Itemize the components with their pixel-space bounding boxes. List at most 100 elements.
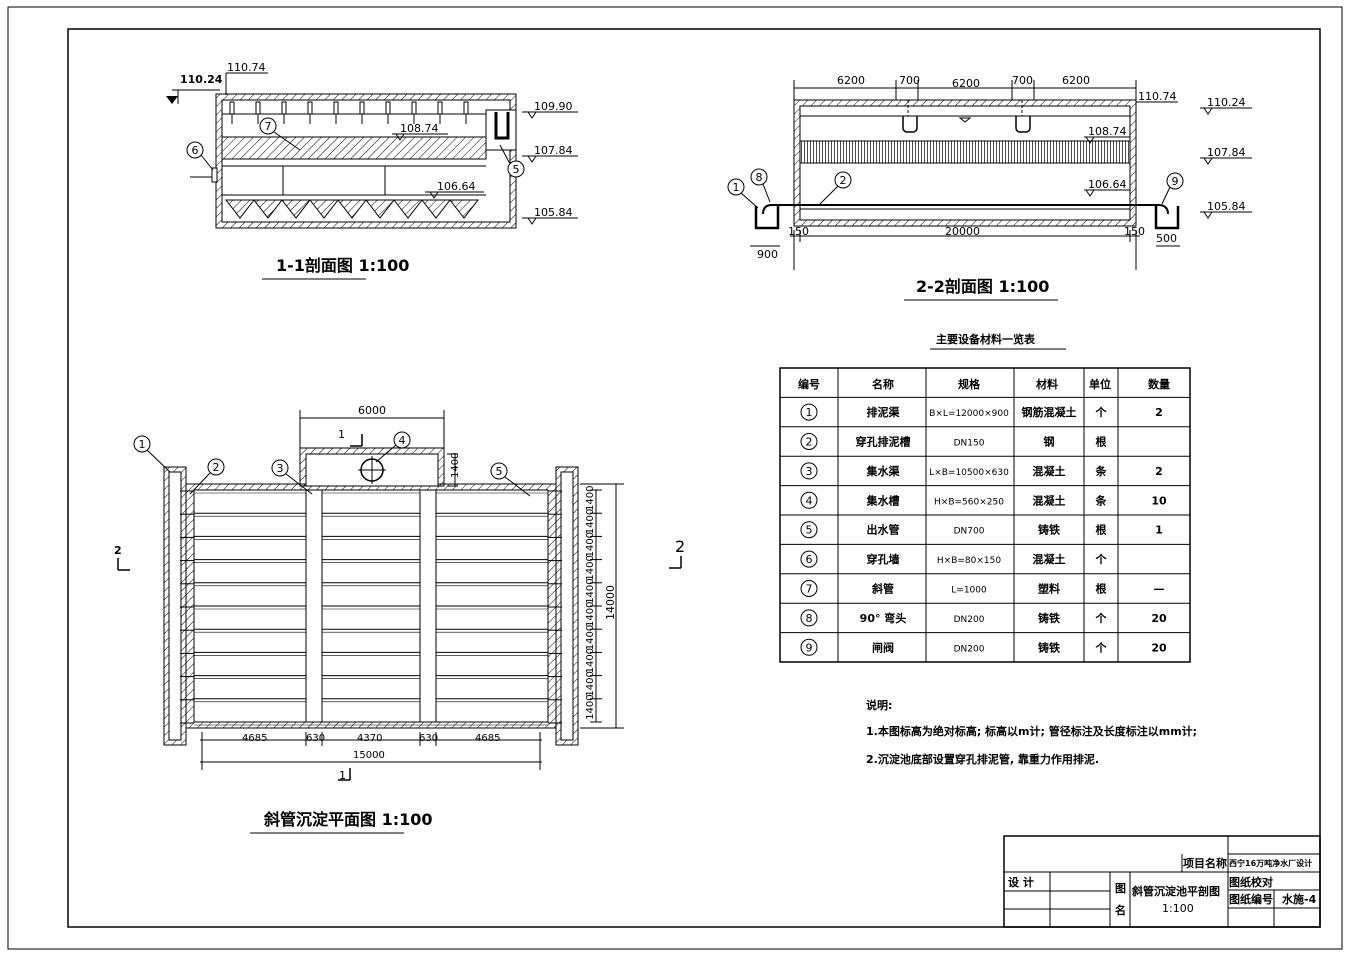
level2-108-74: 108.74 — [1088, 125, 1127, 138]
plan-row-dim: 1400 — [585, 509, 596, 534]
level2-105-84: 105.84 — [1207, 200, 1246, 213]
cell-spec: H×B=80×150 — [937, 556, 1001, 566]
cell-material: 钢 — [1044, 435, 1055, 449]
th-unit: 单位 — [1089, 377, 1111, 391]
drawing-scale: 1:100 — [1162, 902, 1194, 915]
callout2-9: 9 — [1172, 175, 1179, 188]
plan-callout-1: 1 — [139, 438, 146, 451]
sludge-hopper — [448, 199, 480, 219]
dim-700-a: 700 — [899, 74, 920, 87]
notes-heading: 说明: — [866, 698, 892, 712]
callout-7: 7 — [265, 120, 272, 133]
number-label: 图纸编号 — [1229, 892, 1273, 906]
cell-material: 塑料 — [1038, 582, 1060, 596]
note-1: 1.本图标高为绝对标高; 标高以m计; 管径标注及长度标注以mm计; — [866, 724, 1197, 738]
check-label: 图纸校对 — [1229, 875, 1273, 889]
cell-qty: 2 — [1155, 465, 1163, 478]
dim-500: 500 — [1156, 232, 1177, 245]
th-name: 名称 — [872, 377, 894, 391]
plan-row-dim: 1400 — [585, 648, 596, 673]
cell-spec: DN150 — [954, 439, 985, 449]
plan-callout-3: 3 — [277, 462, 284, 475]
cell-qty: 10 — [1151, 494, 1167, 507]
th-spec: 规格 — [958, 377, 981, 391]
cell-unit: 个 — [1095, 552, 1108, 566]
dim-6200-b: 6200 — [952, 77, 980, 90]
section-2-2-title: 2-2剖面图 1:100 — [916, 277, 1049, 296]
plan-dim-4370: 4370 — [357, 733, 382, 744]
cell-unit: 根 — [1096, 582, 1108, 596]
plan-callout-2: 2 — [213, 461, 220, 474]
cell-spec: L=1000 — [951, 586, 987, 596]
trough-mark — [437, 101, 443, 115]
outlet-pipe — [494, 112, 510, 140]
title-block: 项目名称 西宁16万吨净水厂设计 设 计 图 名 斜管沉淀池平剖图 1:100 … — [1003, 835, 1321, 928]
cell-spec: DN200 — [954, 615, 985, 625]
cell-unit: 条 — [1095, 493, 1108, 507]
table-title: 主要设备材料一览表 — [936, 332, 1036, 346]
trough-mark — [255, 101, 261, 115]
row-number-circle — [800, 521, 818, 539]
plan-row-dim: 1400 — [585, 671, 596, 696]
drawing-label-1: 图 — [1115, 882, 1126, 895]
th-qty: 数量 — [1148, 377, 1170, 391]
cell-no: 8 — [806, 612, 813, 625]
cell-material: 混凝土 — [1033, 464, 1066, 478]
row-number-circle — [800, 462, 818, 480]
cell-material: 混凝土 — [1033, 552, 1066, 566]
cell-name: 闸阀 — [872, 640, 894, 654]
plan-title: 斜管沉淀平面图 1:100 — [263, 810, 433, 829]
project-name: 西宁16万吨净水厂设计 — [1229, 858, 1312, 868]
callout-5: 5 — [513, 163, 520, 176]
plan-dim-6000: 6000 — [358, 404, 386, 417]
section-mark-1-top: 1 — [338, 428, 345, 441]
notes: 说明: 1.本图标高为绝对标高; 标高以m计; 管径标注及长度标注以mm计; 2… — [866, 698, 1197, 766]
level-106-64: 106.64 — [437, 180, 476, 193]
trough-mark — [359, 101, 365, 115]
collection-channel-right — [419, 489, 437, 723]
drawing-number: 水施-4 — [1282, 892, 1317, 906]
cell-name: 90° 弯头 — [860, 611, 907, 625]
section-mark-2-left: 2 — [114, 544, 122, 557]
tube-layer-2 — [799, 140, 1131, 164]
design-label: 设 计 — [1008, 875, 1034, 889]
note-2: 2.沉淀池底部设置穿孔排泥管, 靠重力作用排泥. — [866, 752, 1099, 766]
cell-spec: DN200 — [954, 644, 985, 654]
level2-110-74: 110.74 — [1138, 90, 1177, 103]
cell-name: 斜管 — [871, 582, 894, 596]
outer-frame — [7, 6, 1343, 950]
callout-6: 6 — [192, 144, 199, 157]
level-110-74: 110.74 — [227, 61, 266, 74]
sludge-hopper — [364, 199, 396, 219]
cell-material: 铸铁 — [1038, 640, 1060, 654]
cell-qty: 2 — [1155, 406, 1163, 419]
section-mark-2-right: 2 — [675, 537, 685, 556]
cell-spec: H×B=560×250 — [934, 497, 1004, 507]
plan-dim-630-left: 630 — [306, 733, 325, 744]
cell-no: 6 — [806, 553, 813, 566]
section-1-1-title: 1-1剖面图 1:100 — [276, 256, 409, 275]
dim-6200-c: 6200 — [1062, 74, 1090, 87]
cell-no: 9 — [806, 641, 813, 654]
plan-dim-630-right: 630 — [419, 733, 438, 744]
dim-6200-a: 6200 — [837, 74, 865, 87]
cell-no: 1 — [806, 406, 813, 419]
trough-mark — [333, 101, 339, 115]
drawing-name: 斜管沉淀池平剖图 — [1131, 884, 1220, 898]
cell-material: 钢筋混凝土 — [1022, 405, 1077, 419]
section-2-2: 6200 700 6200 700 6200 150 20000 150 900… — [727, 74, 1252, 301]
plan-row-dim: 1400 — [585, 578, 596, 603]
cell-qty: — — [1154, 583, 1165, 596]
dim-20000: 20000 — [945, 225, 980, 238]
plan-view: 6000 1400 1 1 2 2 1 2 3 4 5 140 — [114, 404, 685, 834]
level-107-84: 107.84 — [534, 144, 573, 157]
dim-700-b: 700 — [1012, 74, 1033, 87]
row-number-circle — [800, 403, 818, 421]
project-label: 项目名称 — [1183, 856, 1227, 870]
cell-spec: B×L=12000×900 — [929, 409, 1009, 419]
trough-mark — [385, 101, 391, 115]
cell-unit: 个 — [1095, 405, 1108, 419]
inner-frame — [67, 28, 1321, 928]
level2-107-84: 107.84 — [1207, 146, 1246, 159]
